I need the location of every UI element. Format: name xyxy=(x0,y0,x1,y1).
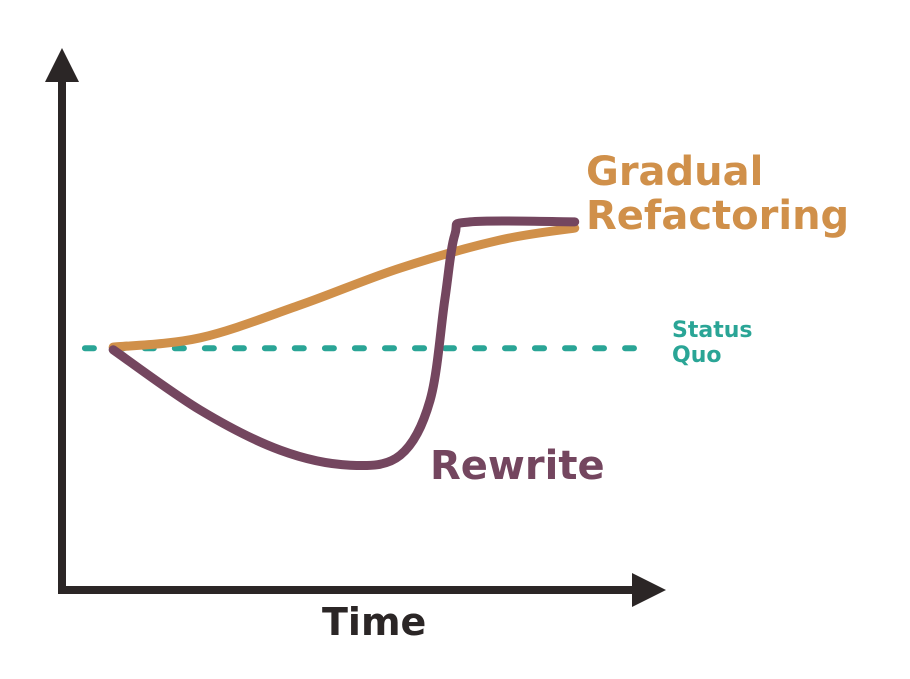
label-status: Status xyxy=(672,318,753,343)
axes xyxy=(45,48,666,607)
legend-status-quo: Status Quo xyxy=(672,318,752,369)
legend-gradual-refactoring: Gradual Refactoring xyxy=(586,150,849,238)
label-gradual: Gradual xyxy=(586,149,764,195)
x-axis-label: Time xyxy=(322,600,427,644)
y-axis-arrow xyxy=(45,48,79,82)
series-rewrite xyxy=(108,216,580,471)
x-axis-arrow xyxy=(632,573,666,607)
label-refactoring: Refactoring xyxy=(586,193,850,239)
label-quo: Quo xyxy=(672,343,722,369)
legend-rewrite: Rewrite xyxy=(430,443,605,489)
series-gradual-refactoring xyxy=(108,223,580,352)
